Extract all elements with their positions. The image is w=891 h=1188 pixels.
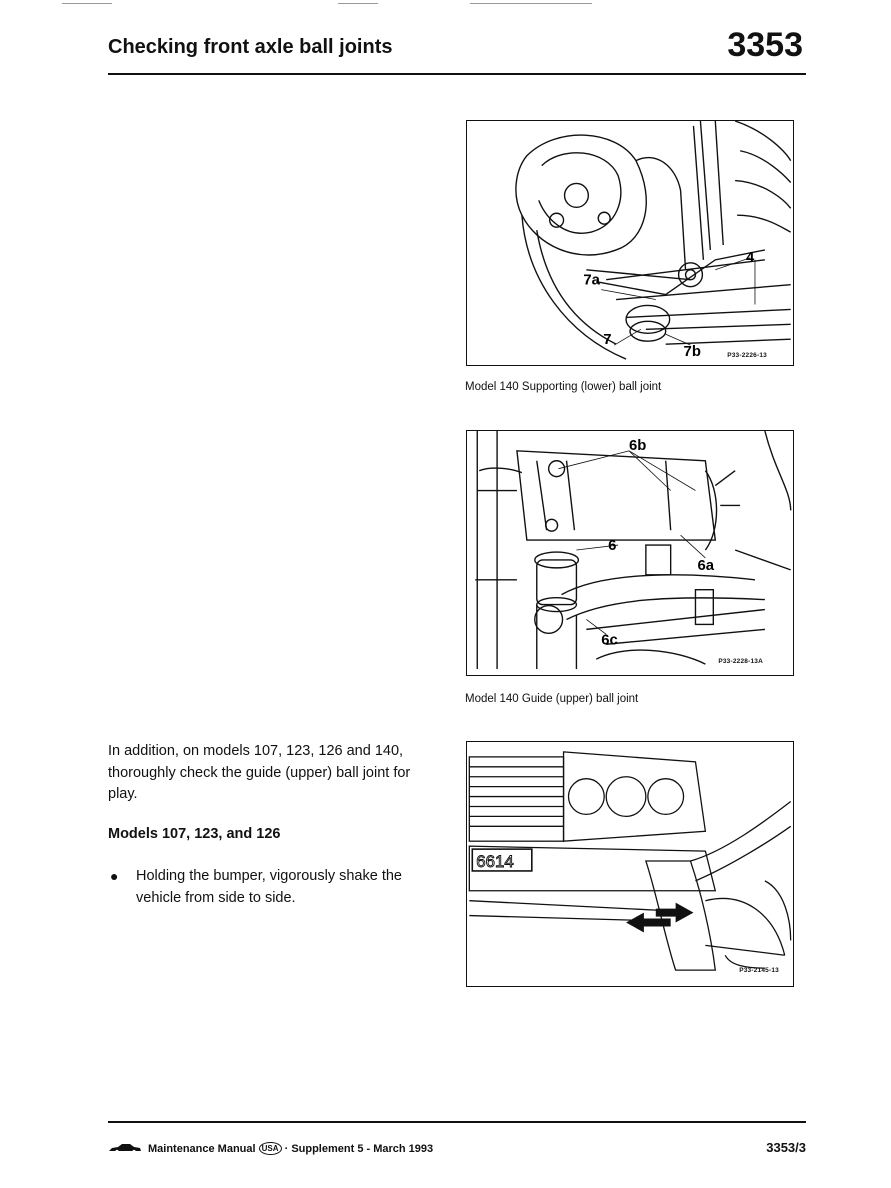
- car-logo-icon: [109, 1144, 141, 1153]
- manual-title: Maintenance Manual: [148, 1143, 256, 1155]
- license-plate-text: 6614: [476, 852, 514, 871]
- callout-7a: 7a: [583, 273, 600, 289]
- figure-lower-ball-joint: 4 7a 7 7b P33-2226-13: [466, 120, 794, 366]
- list-item-text: Holding the bumper, vigorously shake the…: [136, 868, 402, 906]
- section-number: 3353: [727, 26, 803, 64]
- figure-upper-ball-joint: 6b 6 6a 6c P33-2228-13A: [466, 430, 794, 676]
- supplement-info: · Supplement 5 - March 1993: [284, 1143, 434, 1155]
- usa-badge: USA: [258, 1142, 282, 1155]
- figure-bumper-shake: 6614 P33-2145-13: [466, 741, 794, 987]
- intro-paragraph: In addition, on models 107, 123, 126 and…: [108, 743, 411, 802]
- lower-ball-joint-illustration: 4 7a 7 7b: [515, 121, 792, 360]
- figure-reference: P33-2228-13A: [718, 658, 763, 665]
- upper-ball-joint-illustration: 6b 6 6a 6c: [475, 431, 792, 670]
- scan-marks: [0, 0, 891, 8]
- subheading: Models 107, 123, and 126: [108, 826, 281, 842]
- bullet-icon: ●: [110, 868, 119, 884]
- figure-reference: P33-2226-13: [727, 352, 767, 359]
- callout-6: 6: [608, 538, 616, 554]
- footer-divider: [108, 1121, 806, 1123]
- page-number: 3353/3: [766, 1140, 806, 1155]
- callout-6c: 6c: [601, 632, 618, 648]
- callout-6b: 6b: [629, 438, 646, 454]
- bumper-shake-illustration: 6614: [468, 751, 792, 971]
- figure-caption: Model 140 Supporting (lower) ball joint: [465, 381, 662, 393]
- footer-text: Maintenance Manual USA · Supplement 5 - …: [148, 1142, 433, 1155]
- header-divider: [108, 73, 806, 75]
- callout-6a: 6a: [697, 558, 714, 574]
- callout-7: 7: [603, 332, 611, 348]
- callout-7b: 7b: [684, 344, 701, 360]
- page-title: Checking front axle ball joints: [108, 36, 393, 58]
- callout-4: 4: [746, 250, 755, 266]
- figure-reference: P33-2145-13: [739, 967, 779, 974]
- figure-caption: Model 140 Guide (upper) ball joint: [465, 693, 639, 705]
